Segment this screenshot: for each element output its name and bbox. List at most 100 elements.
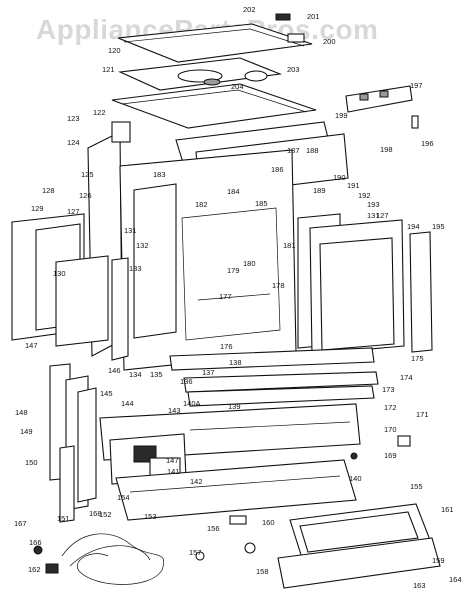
callout-175: 175: [411, 354, 424, 363]
callout-203: 203: [287, 65, 300, 74]
callout-192: 192: [358, 191, 371, 200]
callout-127: 127: [376, 211, 389, 220]
callout-153: 153: [144, 512, 157, 521]
callout-labels: 202 201 200 120 121 203 204 197 122 123 199 196 124 1…: [14, 5, 462, 590]
top-cover-panel: [117, 23, 313, 63]
callout-142: 142: [190, 477, 203, 486]
callout-130: 130: [53, 269, 66, 278]
callout-158: 158: [256, 567, 269, 576]
small-fasteners: [33, 435, 411, 561]
callout-141: 141: [167, 467, 180, 476]
callout-184: 184: [227, 187, 240, 196]
callout-162: 162: [28, 565, 41, 574]
callout-121: 121: [102, 65, 115, 74]
callout-202: 202: [243, 5, 256, 14]
callout-134: 134: [129, 370, 142, 379]
callout-136: 136: [180, 377, 193, 386]
callout-179: 179: [227, 266, 240, 275]
callout-135: 135: [150, 370, 163, 379]
callout-166: 166: [29, 538, 42, 547]
oven-top-panel: [111, 83, 317, 129]
left-door-glass: [11, 213, 109, 347]
callout-185: 185: [255, 199, 268, 208]
callout-171: 171: [416, 410, 429, 419]
callout-139: 139: [228, 402, 241, 411]
callout-160: 160: [262, 518, 275, 527]
callout-157: 157: [189, 548, 202, 557]
callout-137: 137: [202, 368, 215, 377]
callout-187: 187: [287, 146, 300, 155]
callout-154: 154: [117, 493, 130, 502]
callout-126: 126: [79, 191, 92, 200]
callout-159: 159: [432, 556, 445, 565]
callout-197: 197: [410, 81, 423, 90]
callout-173: 173: [382, 385, 395, 394]
callout-191: 191: [347, 181, 360, 190]
callout-133: 133: [129, 264, 142, 273]
callout-182: 182: [195, 200, 208, 209]
callout-150: 150: [25, 458, 38, 467]
callout-180: 180: [243, 259, 256, 268]
callout-176: 176: [220, 342, 233, 351]
callout-156: 156: [207, 524, 220, 533]
round-vent: [203, 70, 268, 86]
callout-140: 140: [349, 474, 362, 483]
callout-174: 174: [400, 373, 413, 382]
callout-143: 143: [168, 406, 181, 415]
callout-132: 132: [136, 241, 149, 250]
callout-131: 131: [367, 211, 380, 220]
callout-151: 151: [57, 514, 70, 523]
top-hardware: [275, 13, 305, 43]
callout-145: 145: [100, 389, 113, 398]
control-module: [109, 433, 187, 485]
callout-189: 189: [313, 186, 326, 195]
small-clip: [411, 115, 419, 129]
callout-195: 195: [432, 222, 445, 231]
right-door-assembly: [297, 213, 433, 355]
callout-152: 152: [99, 510, 112, 519]
callout-188: 188: [306, 146, 319, 155]
callout-144: 144: [121, 399, 134, 408]
broiler-pan: [277, 503, 441, 589]
callout-186: 186: [271, 165, 284, 174]
callout-125: 125: [81, 170, 94, 179]
callout-155: 155: [410, 482, 423, 491]
callout-194: 194: [407, 222, 420, 231]
callout-147: 147: [166, 456, 179, 465]
callout-169: 169: [384, 451, 397, 460]
callout-149: 149: [20, 427, 33, 436]
callout-127: 127: [67, 207, 80, 216]
callout-120: 120: [108, 46, 121, 55]
callout-201: 201: [307, 12, 320, 21]
callout-198: 198: [380, 145, 393, 154]
callout-140a: 140A: [183, 399, 201, 408]
callout-170: 170: [384, 425, 397, 434]
callout-131: 131: [124, 226, 137, 235]
callout-124: 124: [67, 138, 80, 147]
callout-178: 178: [272, 281, 285, 290]
callout-138: 138: [229, 358, 242, 367]
callout-193: 193: [367, 200, 380, 209]
callout-183: 183: [153, 170, 166, 179]
callout-146: 146: [108, 366, 121, 375]
callout-204: 204: [231, 82, 244, 91]
callout-196: 196: [421, 139, 434, 148]
callout-161: 161: [441, 505, 454, 514]
left-inner-panel: [111, 183, 177, 361]
callout-172: 172: [384, 403, 397, 412]
callout-129: 129: [31, 204, 44, 213]
callout-122: 122: [93, 108, 106, 117]
callout-190: 190: [333, 173, 346, 182]
callout-164: 164: [449, 575, 462, 584]
callout-123: 123: [67, 114, 80, 123]
heating-elements: [169, 347, 379, 407]
callout-177: 177: [219, 292, 232, 301]
right-bracket: [345, 85, 413, 113]
callout-199: 199: [335, 111, 348, 120]
wire-harness: [45, 533, 165, 585]
callout-148: 148: [15, 408, 28, 417]
callout-181: 181: [283, 241, 296, 250]
callout-200: 200: [323, 37, 336, 46]
callout-163: 163: [413, 581, 426, 590]
